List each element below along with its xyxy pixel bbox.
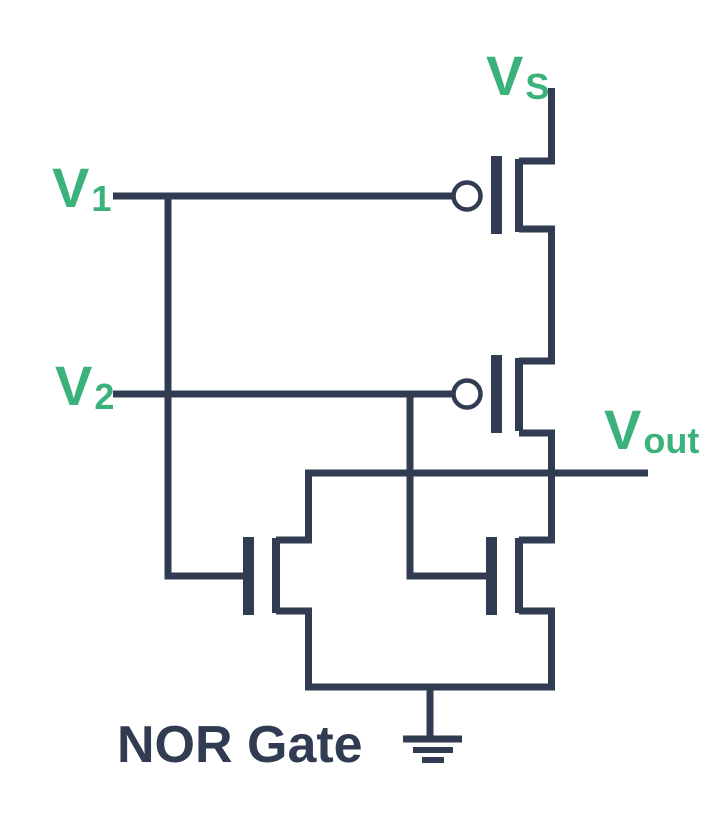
v2-label: V 2	[55, 358, 114, 415]
vout-label-sub: out	[643, 420, 700, 461]
source-wire	[519, 607, 555, 687]
source-wire	[276, 607, 312, 687]
vs-label-sub: S	[525, 66, 550, 107]
v1-label: V 1	[52, 160, 111, 217]
vout-label-main: V	[604, 398, 642, 461]
v1-wire	[113, 192, 452, 580]
ground-icon	[305, 683, 555, 763]
v2-label-main: V	[55, 354, 93, 417]
gate-bar	[491, 156, 502, 234]
drain-wire	[276, 473, 312, 544]
diagram-caption: NOR Gate	[117, 716, 363, 774]
v2-wire	[113, 390, 486, 580]
nmos-transistor-right	[486, 537, 555, 687]
inversion-bubble-icon	[451, 180, 483, 212]
channel-bar	[272, 538, 280, 613]
vout-label: V out	[604, 402, 699, 459]
v1-branch-wire	[164, 192, 243, 580]
gate-bar	[491, 355, 502, 433]
inversion-bubble-icon	[451, 378, 483, 410]
vs-label: V S	[486, 48, 549, 105]
pmos-series-wire	[519, 225, 555, 365]
pmos-transistor-top	[451, 156, 523, 234]
v1-label-sub: 1	[91, 178, 112, 219]
gate-bar	[243, 537, 254, 615]
pmos-transistor-middle	[451, 355, 523, 433]
gate-bar	[486, 537, 497, 615]
v2-branch-wire	[406, 390, 486, 580]
pmos-drain-to-nmos-wire	[519, 429, 555, 544]
v2-label-sub: 2	[94, 376, 115, 417]
nmos-transistor-left	[243, 473, 312, 687]
vs-supply-wire	[519, 88, 555, 165]
v1-label-main: V	[52, 156, 90, 219]
channel-bar	[515, 159, 523, 232]
channel-bar	[515, 358, 523, 431]
channel-bar	[515, 538, 523, 613]
vs-label-main: V	[486, 44, 524, 107]
